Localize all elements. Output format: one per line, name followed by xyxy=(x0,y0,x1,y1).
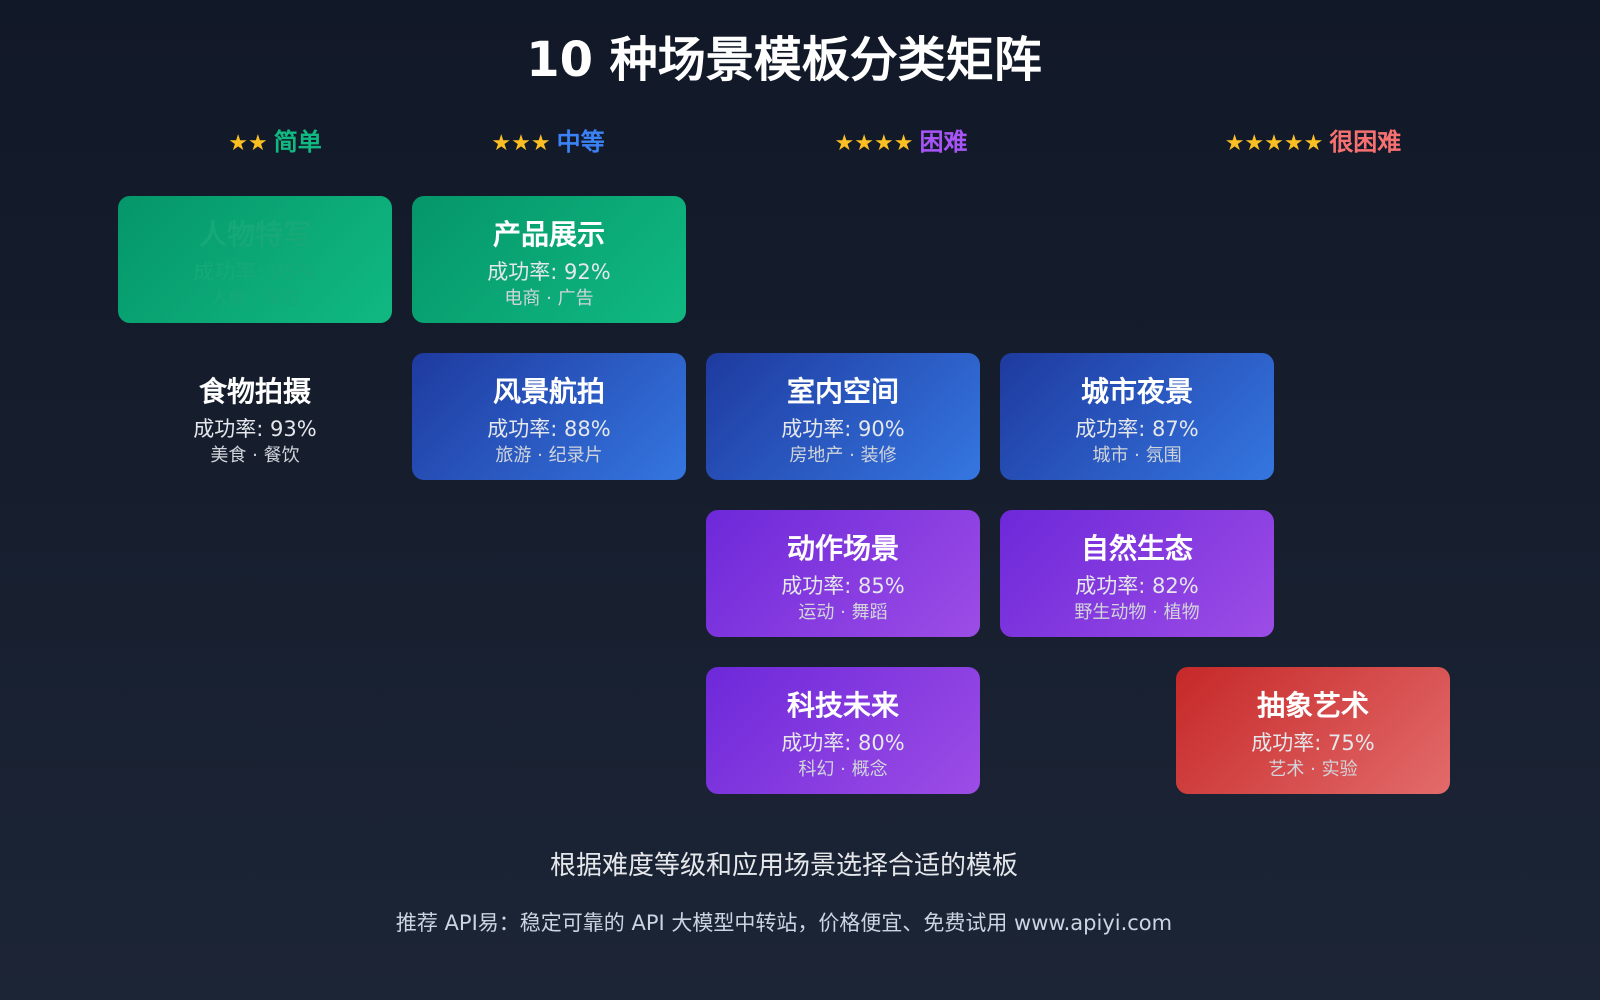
card-tags: 房地产 · 装修 xyxy=(789,445,897,466)
card-name: 抽象艺术 xyxy=(1256,689,1369,722)
level-label: 困难 xyxy=(919,128,968,156)
template-card-portrait[interactable]: 人物特写成功率: 95% 人像 · 采访 xyxy=(118,196,392,323)
card-tags: 美食 · 餐饮 xyxy=(210,445,300,466)
level-label: 中等 xyxy=(556,128,605,156)
card-tags: 科幻 · 概念 xyxy=(798,759,888,780)
page-title: 10 种场景模板分类矩阵 xyxy=(526,32,1042,88)
level-header-hard: ★★★★困难 xyxy=(835,122,968,157)
template-card-nature[interactable]: 自然生态成功率: 82% 野生动物 · 植物 xyxy=(1000,510,1274,637)
star-icon: ★★★★ xyxy=(834,131,914,156)
card-rate: 成功率: 85% xyxy=(781,574,905,598)
card-rate: 成功率: 92% xyxy=(487,260,611,284)
card-rate: 成功率: 75% xyxy=(1251,731,1375,755)
level-header-very-hard: ★★★★★很困难 xyxy=(1225,122,1402,157)
card-name: 城市夜景 xyxy=(1080,375,1193,408)
card-tags: 艺术 · 实验 xyxy=(1268,759,1358,780)
card-name: 科技未来 xyxy=(786,689,899,722)
card-tags: 人像 · 采访 xyxy=(210,288,300,309)
star-icon: ★★★★★ xyxy=(1224,131,1324,156)
card-name: 自然生态 xyxy=(1080,532,1193,565)
card-name: 动作场景 xyxy=(786,532,899,565)
card-name: 产品展示 xyxy=(492,218,605,251)
card-tags: 运动 · 舞蹈 xyxy=(798,602,888,623)
card-name: 人物特写 xyxy=(198,218,311,251)
star-icon: ★★★ xyxy=(491,131,551,156)
card-name: 食物拍摄 xyxy=(198,375,311,408)
level-header-medium: ★★★中等 xyxy=(491,122,604,157)
template-card-tech[interactable]: 科技未来成功率: 80% 科幻 · 概念 xyxy=(706,667,980,794)
level-label: 很困难 xyxy=(1329,128,1402,156)
level-header-easy: ★★简单 xyxy=(228,122,321,157)
template-card-food[interactable]: 食物拍摄成功率: 93% 美食 · 餐饮 xyxy=(118,353,392,480)
template-card-action[interactable]: 动作场景成功率: 85% 运动 · 舞蹈 xyxy=(706,510,980,637)
card-rate: 成功率: 80% xyxy=(781,731,905,755)
card-name: 室内空间 xyxy=(786,375,899,408)
card-tags: 电商 · 广告 xyxy=(504,288,594,309)
card-tags: 城市 · 氛围 xyxy=(1092,445,1182,466)
template-card-interior[interactable]: 室内空间成功率: 90% 房地产 · 装修 xyxy=(706,353,980,480)
level-label: 简单 xyxy=(273,128,322,156)
card-tags: 野生动物 · 植物 xyxy=(1074,602,1200,623)
card-rate: 成功率: 90% xyxy=(781,417,905,441)
card-tags: 旅游 · 纪录片 xyxy=(495,445,603,466)
subtitle: 根据难度等级和应用场景选择合适的模板 xyxy=(549,851,1018,881)
star-icon: ★★ xyxy=(228,131,268,156)
card-name: 风景航拍 xyxy=(492,375,605,408)
card-rate: 成功率: 82% xyxy=(1075,574,1199,598)
template-card-landscape[interactable]: 风景航拍成功率: 88% 旅游 · 纪录片 xyxy=(412,353,686,480)
card-rate: 成功率: 95% xyxy=(193,260,317,284)
footer-text: 推荐 API易：稳定可靠的 API 大模型中转站，价格便宜、免费试用 www.a… xyxy=(395,911,1173,935)
template-card-city-night[interactable]: 城市夜景成功率: 87% 城市 · 氛围 xyxy=(1000,353,1274,480)
card-rate: 成功率: 93% xyxy=(193,417,317,441)
template-card-abstract[interactable]: 抽象艺术成功率: 75% 艺术 · 实验 xyxy=(1176,667,1450,794)
card-rate: 成功率: 87% xyxy=(1075,417,1199,441)
card-rate: 成功率: 88% xyxy=(487,417,611,441)
template-card-product[interactable]: 产品展示成功率: 92% 电商 · 广告 xyxy=(412,196,686,323)
